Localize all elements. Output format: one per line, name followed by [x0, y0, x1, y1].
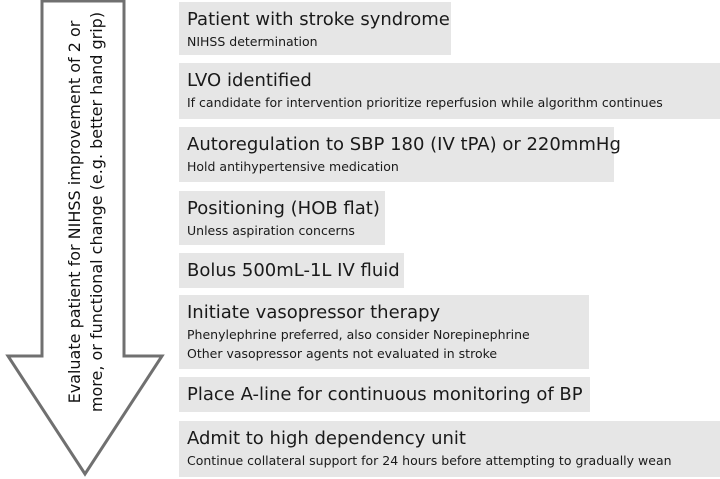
step-title: Positioning (HOB flat)	[187, 198, 380, 219]
down-arrow-shape	[5, 0, 165, 477]
step-title: Initiate vasopressor therapy	[187, 302, 441, 323]
step-positioning: Positioning (HOB flat) Unless aspiration…	[179, 191, 385, 245]
step-title: Autoregulation to SBP 180 (IV tPA) or 22…	[187, 134, 621, 155]
step-autoregulation: Autoregulation to SBP 180 (IV tPA) or 22…	[179, 127, 621, 182]
arrow-label: Evaluate patient for NIHSS improvement o…	[58, 2, 114, 422]
step-vasopressor-therapy: Initiate vasopressor therapy Phenylephri…	[179, 295, 589, 369]
step-lvo-identified: LVO identified If candidate for interven…	[179, 63, 720, 119]
step-bolus-iv-fluid: Bolus 500mL-1L IV fluid	[179, 253, 404, 288]
arrow-label-line-1: Evaluate patient for NIHSS improvement o…	[65, 20, 84, 404]
step-subtitle: Hold antihypertensive medication	[187, 159, 399, 174]
step-title: Admit to high dependency unit	[187, 428, 466, 449]
step-patient-stroke-syndrome: Patient with stroke syndrome NIHSS deter…	[179, 2, 451, 55]
step-admit-high-dependency: Admit to high dependency unit Continue c…	[179, 421, 720, 477]
step-subtitle: Unless aspiration concerns	[187, 223, 355, 238]
arrow-label-line-2: more, or functional change (e.g. better …	[87, 11, 106, 413]
step-title: Patient with stroke syndrome	[187, 9, 450, 30]
step-title: Place A-line for continuous monitoring o…	[187, 384, 583, 405]
step-subtitle: Continue collateral support for 24 hours…	[187, 453, 672, 468]
step-subtitle: NIHSS determination	[187, 34, 318, 49]
step-subtitle: If candidate for intervention prioritize…	[187, 95, 663, 110]
step-subtitle: Phenylephrine preferred, also consider N…	[187, 327, 530, 342]
step-place-a-line: Place A-line for continuous monitoring o…	[179, 377, 590, 412]
step-subtitle: Other vasopressor agents not evaluated i…	[187, 346, 498, 361]
step-title: LVO identified	[187, 70, 312, 91]
step-title: Bolus 500mL-1L IV fluid	[187, 260, 400, 281]
